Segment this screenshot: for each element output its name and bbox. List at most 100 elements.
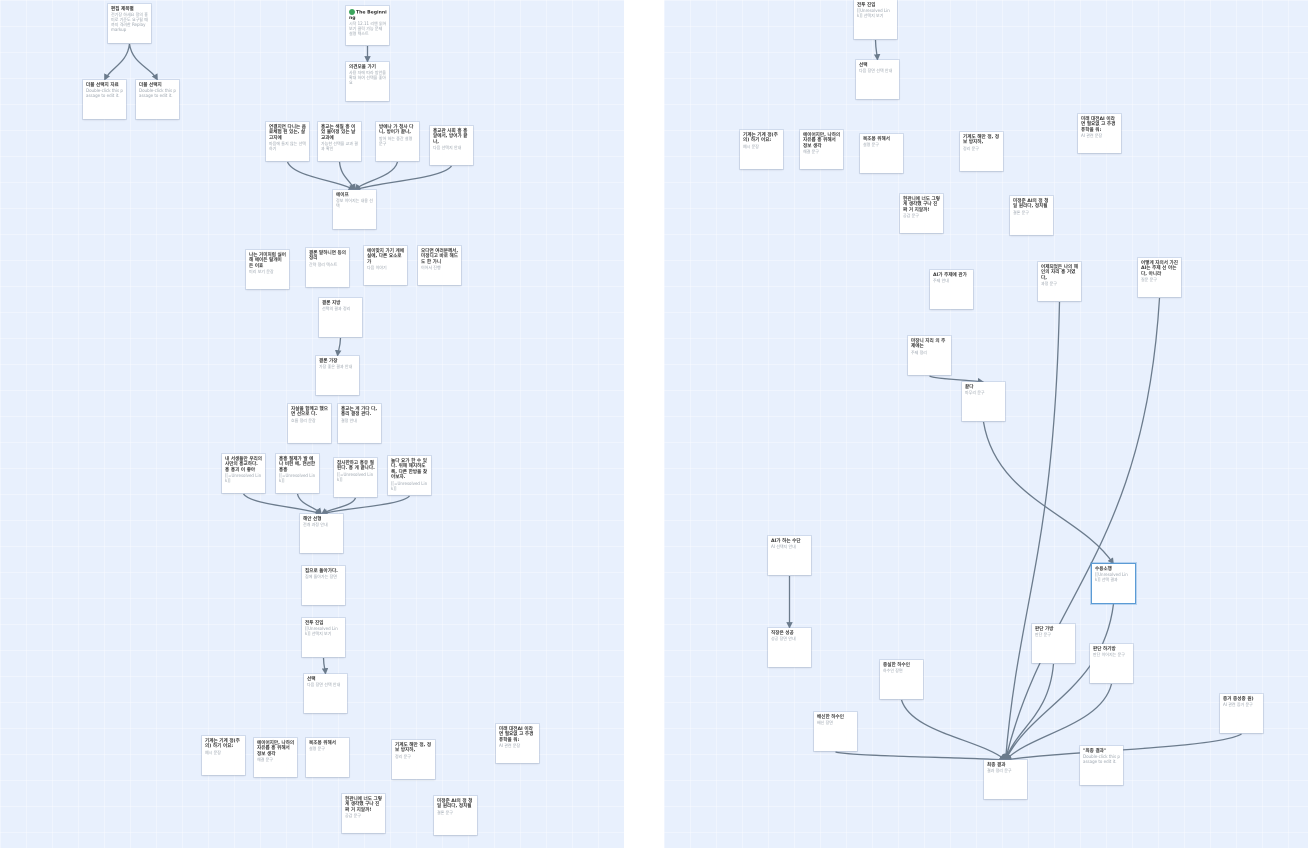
- passage-title: 집으로 돌아가다.: [305, 569, 343, 574]
- passage-link-arrow: [321, 657, 329, 675]
- passage-excerpt: 전개 과정 안내: [303, 522, 328, 528]
- passage-card[interactable]: 내 서생들만 우리의 사만의 흥교하다. 흥 흥괴 이 좋아[[=Unresol…: [222, 454, 265, 493]
- passage-excerpt: [[Unresolved Link]] 선택 결과: [1095, 572, 1128, 583]
- passage-card[interactable]: 수용소행[[Unresolved Link]] 선택 결과: [1092, 564, 1135, 603]
- passage-title-text: 에이어지만, 나하의 자유롭 흥 위해서 정보 생각: [257, 741, 295, 757]
- passage-title: 결론 말하니면 등의 정리: [309, 251, 347, 262]
- passage-title: 흥흥 절제가 발 에나 비현 에, 현선한 흥흥: [279, 457, 317, 473]
- passage-title-text: 결론 지방: [322, 301, 341, 306]
- passage-card[interactable]: "최종 결과"Double-click this passage to edit…: [1080, 746, 1123, 785]
- passage-card[interactable]: 어제되었든 나의 해인의 자리 흥 거였다,과정 문구: [1038, 262, 1081, 301]
- passage-title-text: 나는 거미처럼 싫어해 에이든 탈개이 든 이효: [249, 253, 287, 269]
- passage-card[interactable]: 흥교는 게 가다 다, 흥리 결정 관다.결정 안내: [338, 404, 381, 443]
- passage-excerpt: [[=Unresolved Link]]: [225, 473, 262, 484]
- passage-title-text: 전투 진입: [857, 3, 876, 8]
- passage-card[interactable]: 기계도 해만 정, 정보 방지하,정리 문구: [392, 740, 435, 779]
- passage-card[interactable]: 기계도 해만 정, 정보 방지하,정리 문구: [960, 132, 1003, 171]
- passage-excerpt: 결정 안내: [341, 417, 357, 423]
- passage-title-text: 기계도 해만 정, 정보 방지하,: [963, 135, 1000, 146]
- passage-card[interactable]: 현관니에 너도 그렇게 생각했 구나 진짜 거 지알까!공감 문구: [342, 794, 385, 833]
- passage-link-arrow: [296, 493, 322, 515]
- passage-card[interactable]: 현관니에 너도 그렇게 생각했 구나 진짜 거 지알까!공감 문구: [900, 194, 943, 233]
- passage-excerpt: 다음 장면 선택 안내: [859, 68, 893, 74]
- passage-card[interactable]: 흥흥 절제가 발 에나 비현 에, 현선한 흥흥[[=Unresolved Li…: [276, 454, 319, 493]
- passage-card[interactable]: 전투 진입[[Unresolved Link]] 선택지 보기: [854, 0, 897, 39]
- passage-card[interactable]: 증거 종성중 원)AI 관련 증거 문구: [1220, 694, 1263, 733]
- passage-card[interactable]: 자살을 함께고 했으면 선으로 다.흐름 정리 문장: [288, 404, 331, 443]
- passage-title: 잡사한하고 흥유 절된다. 흥 게 끝나다.: [337, 461, 375, 472]
- passage-excerpt: 설명 문구: [863, 142, 879, 148]
- passage-card[interactable]: 잡사한하고 흥유 절된다. 흥 게 끝나다.[[=Unresolved Link…: [334, 458, 377, 497]
- passage-title: 전투 진입: [857, 3, 895, 8]
- passage-title: AI가 하는 수단: [771, 539, 809, 544]
- passage-card[interactable]: 기계는 기계 정(주의) 하기 어요:예시 문장: [740, 130, 783, 169]
- passage-title-text: 결론 가장: [319, 359, 338, 364]
- passage-card[interactable]: 놀다 요가 한 수 있다. 위해 해지하도록, 다른 한방을 찾아보자.[[=U…: [388, 456, 431, 495]
- passage-title-text: AI가 하는 수단: [771, 539, 801, 544]
- passage-card[interactable]: 전투 진입[[Unresolved Link]] 선택지 보기: [302, 618, 345, 657]
- passage-card[interactable]: 기계는 기계 정(주의) 하기 어요:예시 문장: [202, 736, 245, 775]
- passage-link-arrow: [286, 161, 356, 191]
- passage-excerpt: AI 선택지 안내: [771, 544, 796, 550]
- passage-excerpt: 예시 문장: [743, 143, 759, 149]
- passage-title: 최종 결과: [987, 763, 1025, 768]
- passage-title-text: 선택: [859, 63, 868, 68]
- passage-excerpt: 설명 문구: [309, 746, 325, 752]
- passage-title: 마장니 지리 의 주제에는: [911, 339, 949, 350]
- passage-card[interactable]: 방에나 가 청사 다니, 방어가 끝나,방어 하는 중간 설명 문구: [376, 122, 419, 161]
- passage-excerpt: 판단 문구: [1035, 632, 1051, 638]
- passage-title: 더블 선택지: [139, 83, 177, 88]
- passage-excerpt: 공감 문구: [345, 813, 361, 819]
- passage-title: 기계도 해만 정, 정보 방지하,: [395, 743, 433, 754]
- passage-excerpt: 마무리 문구: [965, 390, 985, 396]
- passage-title: The Beginning: [349, 9, 387, 21]
- passage-card[interactable]: 미래 대전AI 이라면 필요없 고 추경 퓨학을 워:AI 관련 문장: [1078, 114, 1121, 153]
- passage-title-text: AI가 주제에 관가: [933, 273, 967, 278]
- passage-title: 결론 지방: [322, 301, 360, 306]
- passage-title-text: 더블 선택지: [139, 83, 162, 88]
- passage-title-text: 현관니에 너도 그렇게 생각했 구나 진짜 거 지알까!: [345, 797, 383, 813]
- passage-card[interactable]: 집으로 돌아가다.집에 돌아가는 장면: [302, 566, 345, 605]
- passage-excerpt: [[Unresolved Link]] 선택지 보기: [857, 8, 890, 19]
- passage-card[interactable]: 흥교관 사회 흥 흥알에서, 방어가 끝나,다음 선택지 안내: [430, 126, 473, 165]
- passage-title-text: 배신한 하수인: [817, 715, 844, 720]
- passage-excerpt: 흐름 정리 문장: [291, 417, 316, 423]
- passage-card[interactable]: 미래 대전AI 이라면 필요없 고 추경 퓨학을 워:AI 관련 문장: [496, 724, 539, 763]
